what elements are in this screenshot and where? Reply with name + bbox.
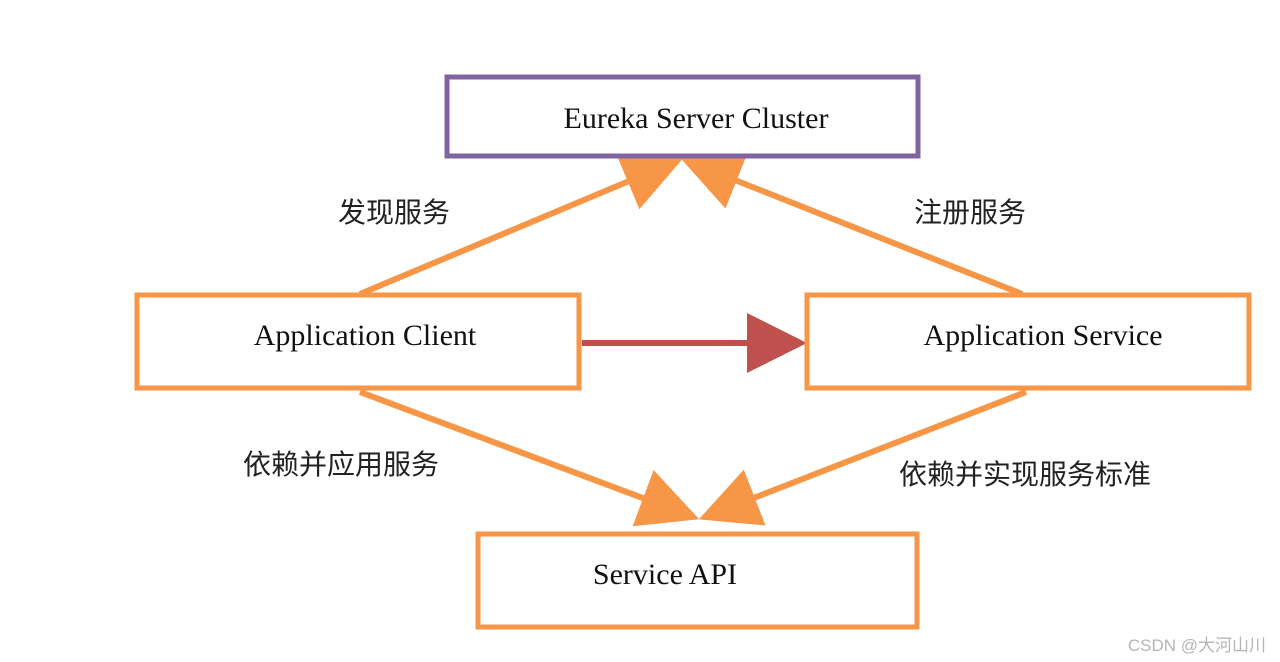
node-eureka-box	[444, 74, 921, 159]
node-service-box	[804, 292, 1252, 391]
edge-label-depend-implement: 依赖并实现服务标准	[899, 458, 1151, 491]
edge-label-register: 注册服务	[914, 196, 1026, 229]
node-service-label: Application Service	[923, 319, 1162, 352]
edge-label-discover: 发现服务	[338, 196, 450, 229]
node-client-label: Application Client	[254, 319, 477, 352]
node-eureka-server-cluster: Eureka Server Cluster	[444, 74, 921, 159]
arrow-service-to-api	[698, 389, 1028, 526]
edge-label-depend-use: 依赖并应用服务	[243, 448, 439, 481]
node-api-box	[475, 531, 920, 630]
arrow-service-to-eureka	[680, 152, 1024, 297]
node-service-api: Service API	[475, 531, 920, 630]
node-api-label: Service API	[593, 558, 737, 591]
watermark: CSDN @大河山川	[1128, 636, 1266, 655]
node-application-service: Application Service	[804, 292, 1252, 391]
node-client-box	[134, 292, 582, 391]
node-eureka-label: Eureka Server Cluster	[564, 102, 829, 135]
arrow-client-to-api	[358, 389, 700, 527]
node-application-client: Application Client	[134, 292, 582, 391]
arrow-client-to-eureka	[358, 153, 684, 297]
